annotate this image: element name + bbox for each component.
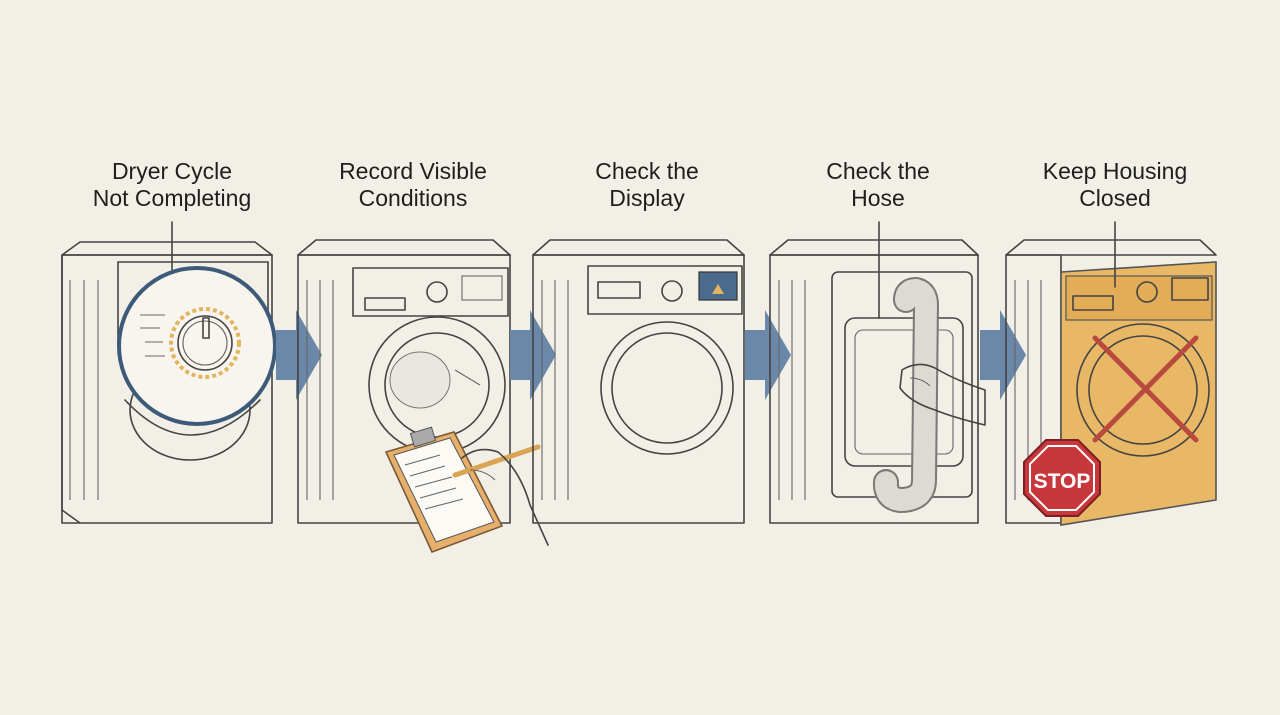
stop-sign-text: STOP [1034,470,1091,493]
pencil-icon [452,444,541,478]
cross-icon [1092,335,1199,443]
clipboard-icon [384,426,504,554]
hose-icon [872,276,940,514]
hand-icon [461,448,549,546]
arrow-right-icon [276,310,322,400]
arrow-right-icon [745,310,791,400]
arrow-right-icon [980,310,1026,400]
stop-sign-icon: STOP [1023,439,1101,517]
hand-icon [899,363,986,426]
magnifier-ring-icon [117,266,277,426]
dryer-icon [532,239,745,524]
dryer-icon [61,241,273,524]
display-panel-icon [698,271,738,301]
